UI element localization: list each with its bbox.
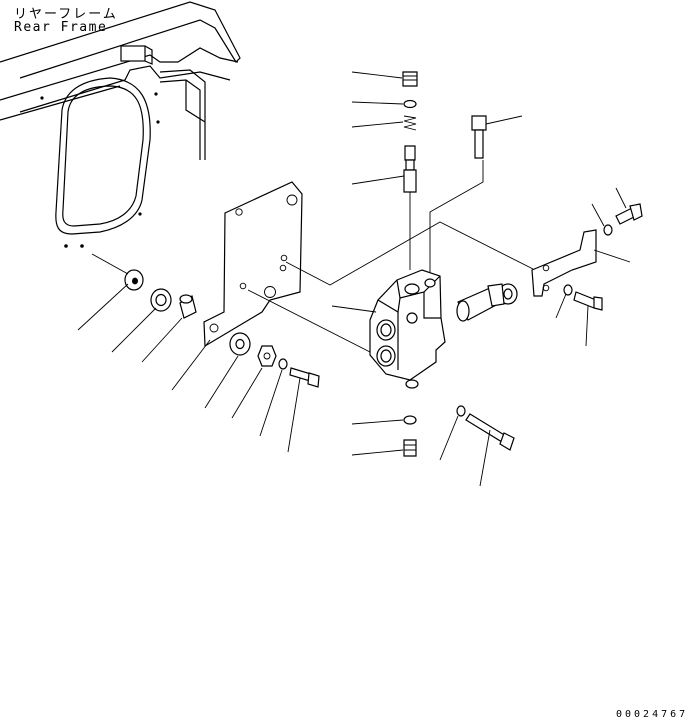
mounting-bracket-plate (203, 181, 303, 348)
bottom-plug (403, 439, 417, 457)
rear-frame (0, 1, 241, 248)
rear-frame-label-english: Rear Frame (14, 20, 108, 35)
spring (403, 115, 417, 131)
left-washer (124, 269, 144, 291)
left-collar (179, 294, 197, 319)
left-spacer (150, 288, 172, 312)
pipe-connector (429, 115, 487, 272)
drawing-code: 00024767 (616, 709, 689, 720)
rear-frame-label-japanese: リヤーフレーム (14, 7, 118, 22)
bottom-washer (456, 405, 466, 417)
bottom-bolt (465, 413, 515, 451)
right-upper-bolt (615, 203, 643, 225)
right-lower-bolt (573, 291, 603, 311)
assembly-guide-lines (247, 221, 534, 353)
right-lower-washer (563, 284, 573, 296)
leader-lines (77, 71, 631, 487)
right-upper-washer (603, 224, 613, 236)
front-nut (257, 345, 277, 367)
hose-elbow-fitting (456, 283, 518, 322)
valve-block (369, 269, 446, 389)
front-bolt (289, 367, 320, 388)
front-spacer (229, 332, 251, 356)
front-small-washer (278, 358, 288, 370)
bottom-o-ring (403, 415, 417, 425)
frame-clip (120, 45, 146, 62)
right-clip-bracket (531, 229, 597, 297)
top-plug (402, 71, 418, 87)
check-valve-stem (403, 145, 417, 270)
top-o-ring (403, 99, 417, 109)
